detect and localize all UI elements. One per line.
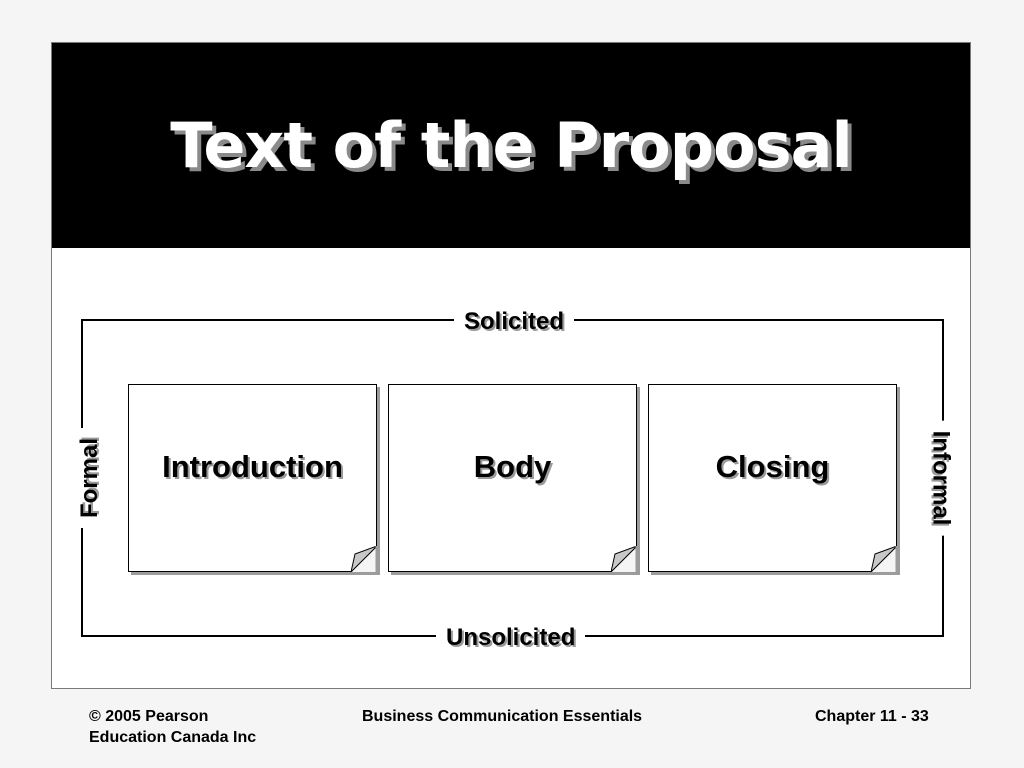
page-curl-icon (871, 546, 897, 572)
axis-label-unsolicited: Unsolicited (436, 624, 586, 652)
slide-title: Text of the Proposal (170, 109, 852, 182)
footer-page-number: Chapter 11 - 33 (815, 708, 929, 725)
section-label: Closing (715, 449, 830, 484)
page-curl-icon (351, 546, 377, 572)
page-curl-icon (611, 546, 637, 572)
axis-label-solicited: Solicited (454, 308, 575, 336)
footer-copyright-line1: © 2005 Pearson (89, 708, 209, 725)
footer-course-title: Business Communication Essentials (362, 708, 643, 725)
section-label: Introduction (162, 449, 343, 484)
section-card-closing: Closing (648, 384, 897, 572)
section-card-body: Body (388, 384, 637, 572)
axis-label-informal: Informal (926, 420, 955, 536)
section-card-introduction: Introduction (128, 384, 377, 572)
footer-copyright: © 2005 Pearson Education Canada Inc (89, 706, 256, 748)
slide: Text of the Proposal Solicited Unsolicit… (51, 42, 971, 689)
section-label: Body (473, 449, 552, 484)
footer-copyright-line2: Education Canada Inc (89, 729, 257, 746)
axis-label-formal: Formal (76, 427, 105, 529)
title-bar: Text of the Proposal (52, 43, 970, 248)
